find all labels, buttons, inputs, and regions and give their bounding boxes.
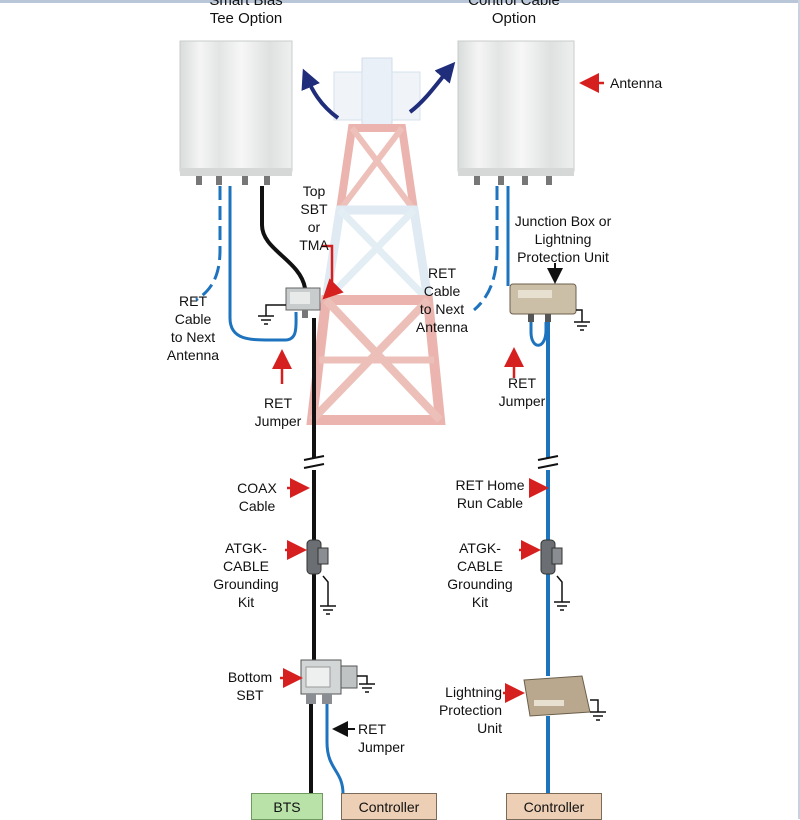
navy-arrow-right [408,61,456,114]
ret-jumper-loop-right [529,322,548,347]
ret-cable-dashed-mid [473,186,499,312]
grounding-kit-left [306,539,336,615]
junction-box-device [509,283,577,322]
ret-jumper-loop-left [228,186,298,342]
right-border [798,0,800,819]
coax-top [260,186,307,289]
cable-break-right [537,455,559,469]
bts-box: BTS [251,793,323,820]
ground-symbol-top-sbt [258,304,286,325]
ret-jumper-bottom [325,704,345,795]
ground-symbol-junction [574,309,590,331]
lightning-protection-unit [523,675,591,717]
grounding-kit-right [540,539,570,611]
bottom-sbt-device [300,659,375,704]
cable-break-left [303,455,325,469]
antenna-right [457,40,575,185]
navy-arrow-left [301,68,340,120]
tower-illustration [306,57,446,425]
top-border [0,0,800,3]
top-sbt-device [285,287,321,318]
ground-symbol-lightning [590,699,606,721]
controller-box-left: Controller [341,793,437,820]
antenna-left [179,40,293,185]
label-antenna: Antenna [610,75,663,91]
red-arrows [272,73,604,703]
controller-box-right: Controller [506,793,602,820]
ret-cable-dashed-left [195,186,222,302]
